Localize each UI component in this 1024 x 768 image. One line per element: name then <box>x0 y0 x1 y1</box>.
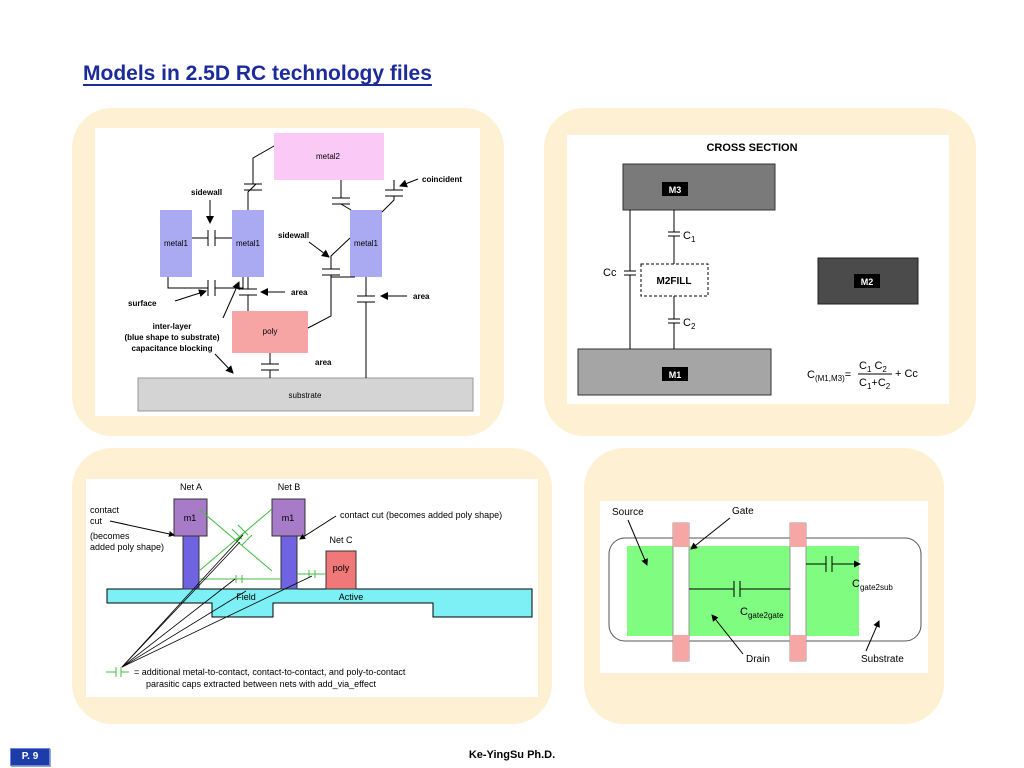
metal2-block <box>274 133 384 180</box>
interconnect-diagram: substrate metal2 metal1 metal1 metal1 po… <box>95 128 480 416</box>
gate-label: Gate <box>732 506 754 517</box>
legend-pointer-lines <box>121 534 313 668</box>
legend-line-2: parasitic caps extracted between nets wi… <box>146 679 376 689</box>
cross-section-svg: CROSS SECTION M3 M2FILL M1 M2 <box>577 142 919 396</box>
contact-caps-diagram: Field Active m1 Net A m1 Net B poly Net … <box>86 479 538 697</box>
slide-title: Models in 2.5D RC technology files <box>83 62 432 85</box>
contact-cut-label-1: contact <box>90 505 120 515</box>
metal1-mid-block <box>232 210 264 277</box>
coincident-label: coincident <box>422 175 462 184</box>
m1-block <box>577 348 772 396</box>
interlayer-label-3: capacitance blocking <box>132 344 213 353</box>
net-a-label: Net A <box>180 482 202 492</box>
active-label: Active <box>339 592 364 602</box>
becomes-label-2: added poly shape) <box>90 542 164 552</box>
poly-c-label: poly <box>333 563 350 573</box>
interlayer-label-1: inter-layer <box>153 322 192 331</box>
m1-label: M1 <box>669 370 682 380</box>
c-gate2gate-label: Cgate2gate <box>740 606 784 620</box>
c1-label: C1 <box>683 230 696 244</box>
capacitor-wiring <box>167 145 403 378</box>
sidewall-right-label: sidewall <box>278 231 309 240</box>
device-caps-diagram: Source Gate Drain Substrate Cgate2gate C… <box>600 501 928 673</box>
metal1-right-block <box>350 210 382 277</box>
coupling-formula: C(M1,M3)= C1 C2 C1+C2 + Cc <box>807 360 918 391</box>
substrate-label-right: Substrate <box>861 654 904 665</box>
svg-text:C1 C2: C1 C2 <box>859 360 887 374</box>
net-c-label: Net C <box>329 535 353 545</box>
m3-block <box>622 163 776 211</box>
legend-cap-symbol <box>106 667 129 677</box>
cc-label: Cc <box>603 267 617 279</box>
panel-device-caps: Source Gate Drain Substrate Cgate2gate C… <box>584 448 944 724</box>
substrate-label: substrate <box>289 391 322 400</box>
cross-section-wiring <box>624 210 680 349</box>
panel-contact-caps: Field Active m1 Net A m1 Net B poly Net … <box>72 448 552 724</box>
surface-label: surface <box>128 299 157 308</box>
m1-b-block <box>271 498 306 537</box>
svg-text:C1+C2: C1+C2 <box>859 377 891 391</box>
extracted-cap-lines <box>198 508 326 583</box>
metal1-right-label: metal1 <box>354 239 379 248</box>
via-b <box>280 534 298 590</box>
contact-cut-label-2: cut <box>90 516 103 526</box>
area-right-label: area <box>413 292 430 301</box>
source-label: Source <box>612 507 644 518</box>
area-mid-label: area <box>291 288 308 297</box>
m1-a-block <box>173 498 208 537</box>
field-active-region <box>106 588 533 618</box>
metal1-left-block <box>160 210 192 277</box>
poly-c-block <box>325 550 357 590</box>
c-gate2sub-label: Cgate2sub <box>852 578 893 592</box>
sidewall-top-label: sidewall <box>191 188 222 197</box>
author-footer: Ke-YingSu Ph.D. <box>468 749 556 761</box>
m2-label: M2 <box>861 277 874 287</box>
poly-block <box>232 311 308 353</box>
active-region <box>627 546 859 636</box>
m1-a-label: m1 <box>184 513 197 523</box>
device-cap-wiring <box>689 556 861 597</box>
svg-text:C(M1,M3)=: C(M1,M3)= <box>807 369 851 383</box>
via-a <box>182 534 200 590</box>
area-bottom-label: area <box>315 358 332 367</box>
m2fill-label: M2FILL <box>657 276 692 287</box>
cross-section-heading: CROSS SECTION <box>706 142 797 154</box>
contact-cut-right-label: contact cut (becomes added poly shape) <box>340 510 502 520</box>
page-number-badge: P. 9 <box>10 748 50 766</box>
c2-label: C2 <box>683 317 696 331</box>
net-b-label: Net B <box>278 482 301 492</box>
m1-b-label: m1 <box>282 513 295 523</box>
becomes-label-1: (becomes <box>90 531 130 541</box>
legend-line-1: = additional metal-to-contact, contact-t… <box>134 667 406 677</box>
interconnect-svg: substrate metal2 metal1 metal1 metal1 po… <box>124 133 474 412</box>
metal2-label: metal2 <box>316 152 341 161</box>
metal1-left-label: metal1 <box>164 239 189 248</box>
metal1-mid-label: metal1 <box>236 239 261 248</box>
panel-cross-section: CROSS SECTION M3 M2FILL M1 M2 <box>544 108 976 436</box>
field-label: Field <box>236 592 256 602</box>
contact-caps-svg: Field Active m1 Net A m1 Net B poly Net … <box>90 482 533 689</box>
panel-interconnect-models: substrate metal2 metal1 metal1 metal1 po… <box>72 108 504 436</box>
interlayer-label-2: (blue shape to substrate) <box>124 333 219 342</box>
svg-text:+ Cc: + Cc <box>895 368 918 380</box>
m3-label: M3 <box>669 185 682 195</box>
poly-label: poly <box>263 327 278 336</box>
cross-section-diagram: CROSS SECTION M3 M2FILL M1 M2 <box>567 135 949 404</box>
drain-label: Drain <box>746 654 770 665</box>
m2fill-block <box>640 263 709 297</box>
device-caps-svg: Source Gate Drain Substrate Cgate2gate C… <box>608 506 922 665</box>
substrate-block <box>137 377 474 412</box>
